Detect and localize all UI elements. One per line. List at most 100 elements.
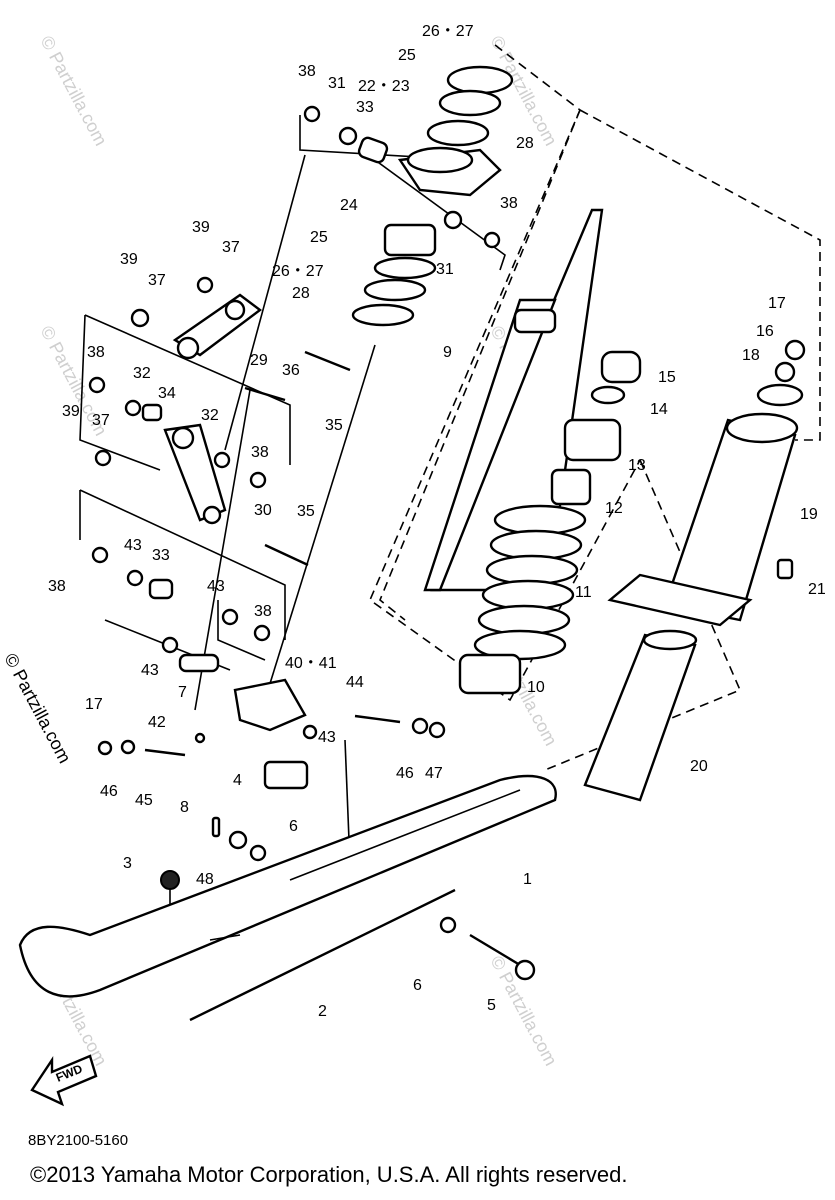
part-label: 34: [158, 385, 176, 402]
part-label: 2: [318, 1003, 327, 1020]
suspension-links: [88, 276, 351, 673]
spindle: [233, 678, 307, 732]
runner: [189, 888, 456, 1022]
washer-6: [249, 844, 267, 862]
part-label: 14: [650, 401, 668, 418]
part-label: 9: [443, 344, 452, 361]
bolt-35: [264, 543, 309, 567]
part-label: 18: [742, 347, 760, 364]
part-label: 39: [120, 251, 138, 268]
part-label: 26・27: [272, 263, 324, 280]
part-label: 6: [289, 818, 298, 835]
bolt-36: [244, 386, 286, 402]
copyright-notice: ©2013 Yamaha Motor Corporation, U.S.A. A…: [30, 1162, 628, 1187]
part-label: 19: [800, 506, 818, 523]
part-label: 28: [516, 135, 534, 152]
part-label: 40・41: [285, 655, 337, 672]
part-label: 46: [396, 765, 414, 782]
part-label: 43: [207, 578, 225, 595]
part-label: 46: [100, 783, 118, 800]
spindle-parts: [97, 678, 446, 890]
bolt-21: [776, 558, 794, 580]
part-label: 44: [346, 674, 364, 691]
part-label: 48: [196, 871, 214, 888]
part-label: 29: [250, 352, 268, 369]
part-label: 25: [398, 47, 416, 64]
part-label: 16: [756, 323, 774, 340]
bushing-31: [443, 210, 463, 230]
spring: [473, 504, 587, 661]
part-label: 39: [62, 403, 80, 420]
cover-flange: [607, 573, 753, 627]
part-label: 32: [133, 365, 151, 382]
part-label: 31: [436, 261, 454, 278]
washer-38: [303, 105, 321, 123]
part-label: 37: [222, 239, 240, 256]
part-label: 31: [328, 75, 346, 92]
watermark: © Partzilla.com: [36, 32, 111, 148]
part-label: 45: [135, 792, 153, 809]
part-label: 15: [658, 369, 676, 386]
part-label: 10: [527, 679, 545, 696]
part-label: 32: [201, 407, 219, 424]
strut-collar: [513, 308, 557, 334]
upper-bracket-line: [374, 159, 506, 271]
part-label: 39: [192, 219, 210, 236]
damper-4: [263, 760, 309, 790]
spring-seat-lower: [458, 653, 522, 695]
part-label: 20: [690, 758, 708, 775]
spring-seat-upper: [563, 418, 622, 462]
part-label: 6: [413, 977, 422, 994]
part-label: 1: [523, 871, 532, 888]
part-label: 37: [92, 412, 110, 429]
part-label: 43: [124, 537, 142, 554]
nut-16: [774, 361, 796, 383]
bushing-12: [550, 468, 592, 506]
bushing-31: [338, 126, 358, 146]
strut-body: [423, 298, 557, 592]
part-label: 24: [340, 197, 358, 214]
arm-bracket-line: [79, 314, 161, 471]
part-label: 5: [487, 997, 496, 1014]
part-label: 7: [178, 684, 187, 701]
bushing-24: [383, 223, 437, 257]
pin-8: [211, 816, 221, 838]
ski-assembly: [18, 774, 557, 1022]
part-label: 25: [310, 229, 328, 246]
part-label: 38: [87, 344, 105, 361]
part-label: 13: [628, 457, 646, 474]
part-label: 38: [298, 63, 316, 80]
part-label: 4: [233, 772, 242, 789]
fwd-arrow: FWD: [30, 1054, 98, 1107]
arm-bracket-line: [217, 600, 266, 661]
inner-outline: [379, 109, 581, 621]
part-label: 22・23: [358, 78, 410, 95]
ski: [18, 774, 557, 998]
part-label: 11: [575, 584, 592, 601]
document-code: 8BY2100-5160: [28, 1132, 129, 1149]
washer-14: [590, 385, 626, 405]
nut-48: [228, 830, 248, 850]
shock-covers: [583, 339, 806, 802]
part-label: 28: [292, 285, 310, 302]
arm-bracket-line: [84, 314, 291, 465]
part-label: 3: [123, 855, 132, 872]
part-label: 17: [768, 295, 786, 312]
link-line: [267, 344, 376, 691]
washer-18: [756, 383, 804, 407]
washer-38: [483, 231, 501, 249]
part-label: 35: [297, 503, 315, 520]
part-label: 37: [148, 272, 166, 289]
lower-cover: [583, 633, 697, 802]
part-label: 43: [141, 662, 159, 679]
callouts: 1 2 3 4 5 6 6 7 8 9 10 11 12 13 14 15 16…: [48, 23, 826, 1020]
part-label: 33: [356, 99, 374, 116]
part-label: 36: [282, 362, 300, 379]
part-label: 43: [318, 729, 336, 746]
bushing-15: [600, 350, 642, 384]
part-label: 8: [180, 799, 189, 816]
upper-mount: [303, 65, 514, 327]
part-label: 38: [48, 578, 66, 595]
part-label: 12: [605, 500, 623, 517]
washer-6: [439, 916, 457, 934]
